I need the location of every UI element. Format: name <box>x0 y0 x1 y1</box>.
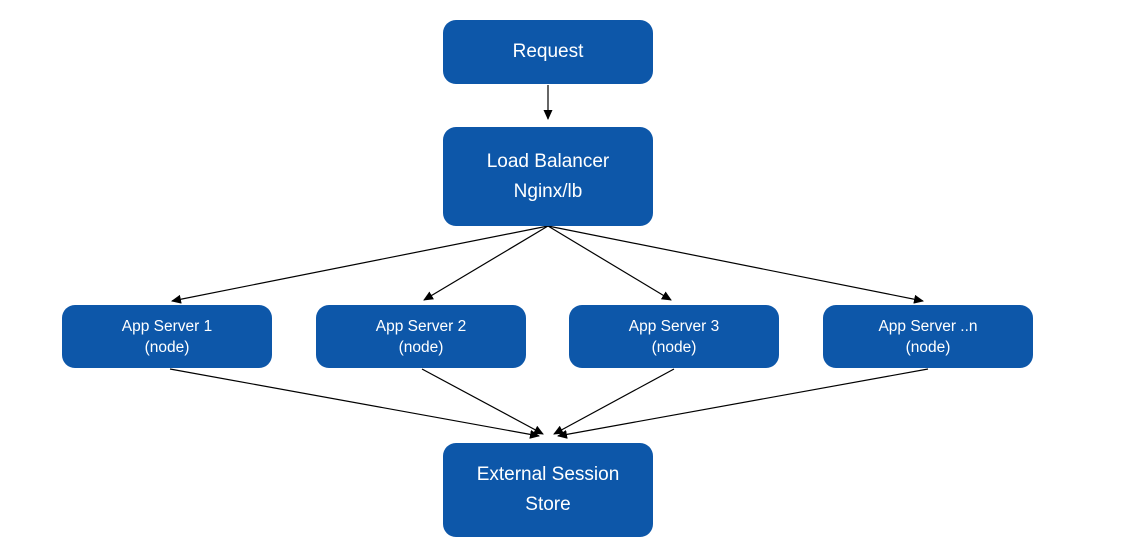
edge-load-balancer-app-server-1 <box>171 225 549 304</box>
node-session-store-label-line2: Store <box>525 494 571 515</box>
edge-app-server-2-session-store <box>421 368 544 435</box>
node-app-server-n: App Server ..n (node) <box>823 305 1033 368</box>
node-session-store-label-line1: External Session <box>476 464 620 485</box>
node-load-balancer-label-line1: Load Balancer <box>486 150 610 172</box>
node-app-server-3: App Server 3 (node) <box>569 305 779 368</box>
node-app-server-1: App Server 1 (node) <box>62 305 272 368</box>
node-load-balancer: Load Balancer Nginx/lb <box>443 127 653 226</box>
node-app-server-1-label-line1: App Server 1 <box>121 317 213 335</box>
node-request: Request <box>443 20 653 84</box>
edge-app-server-3-session-store <box>553 368 675 435</box>
node-app-server-3-label-line2: (node) <box>651 338 697 356</box>
node-session-store: External Session Store <box>443 443 653 537</box>
node-app-server-1-label-line2: (node) <box>144 338 190 356</box>
node-app-server-n-label-line2: (node) <box>905 338 951 356</box>
edge-app-server-1-session-store <box>169 368 540 439</box>
edge-load-balancer-app-server-3 <box>547 225 672 301</box>
edge-load-balancer-app-server-2 <box>423 225 549 301</box>
node-request-label: Request <box>512 41 584 62</box>
node-app-server-3-label-line1: App Server 3 <box>628 317 720 335</box>
node-load-balancer-label-line2: Nginx/lb <box>513 180 583 202</box>
edge-app-server-n-session-store <box>557 368 929 439</box>
edge-load-balancer-app-server-n <box>547 225 924 304</box>
node-app-server-2-label-line2: (node) <box>398 338 444 356</box>
node-app-server-n-label-line1: App Server ..n <box>878 317 978 335</box>
node-app-server-2-label-line1: App Server 2 <box>375 317 467 335</box>
node-app-server-2: App Server 2 (node) <box>316 305 526 368</box>
